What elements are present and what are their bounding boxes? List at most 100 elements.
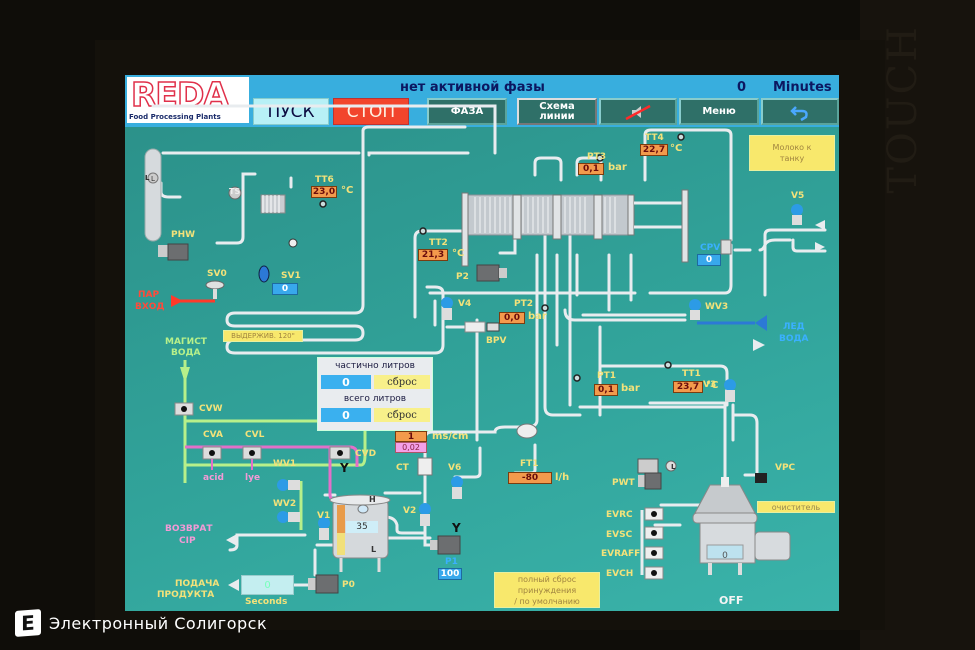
pump-p0 [315,574,339,594]
tt2-unit: °C [452,248,465,259]
pt2-label: PT2 [514,299,533,309]
mute-button[interactable] [599,98,677,125]
main-water-label-2: ВОДА [171,348,201,358]
cpv-value[interactable]: 0 [697,254,721,266]
pt3-label: PT3 [587,152,606,162]
pt2-value: 0,0 [499,312,525,324]
ft1-label: FT1 [520,459,539,469]
sensor-points [319,133,685,382]
bezel-label: TOUCH [880,25,926,194]
tt4-unit: °C [670,143,683,154]
wv3-label: WV3 [705,302,729,312]
minutes-value: 0 [737,80,747,95]
ice-water-label-1: ЛЕД [783,322,805,332]
tt1-unit: °C [706,380,719,391]
evrc-label: EVRC [606,510,633,520]
conductivity-value: 1 [395,431,427,442]
back-button[interactable] [761,98,839,125]
pt1-value: 0,1 [594,384,618,396]
logo-subtitle: Food Processing Plants [129,113,221,121]
steam-arrow-icon [171,295,183,307]
tt2-label: TT2 [429,238,448,248]
svg-text:L: L [151,175,155,183]
speaker-muted-icon [625,104,651,120]
undo-arrow-icon [790,105,808,121]
ft1-unit: l/h [555,472,570,483]
cleaner-label: очиститель [757,501,835,513]
pt3-unit: bar [608,162,627,173]
pt2-unit: bar [528,311,547,322]
phase-status: нет активной фазы [400,80,545,95]
milk-to-tank-text-2: танку [779,154,805,163]
partial-liters-value: 0 [321,375,371,389]
tt1-label: TT1 [682,369,701,379]
separator-state: OFF [719,594,744,607]
cip-return-label-2: CIP [179,536,196,546]
cvw-label: CVW [199,404,223,414]
tt4-label: TT4 [645,133,664,143]
conductivity-unit: ms/cm [432,431,469,442]
flowmeter-ft1 [516,423,538,439]
ice-water-label-2: ВОДА [779,334,809,344]
pipes [151,104,827,587]
separator-value: 0 [722,551,728,561]
heat-exchanger-small [260,194,286,214]
total-liters-reset-button[interactable]: сброс [374,408,430,422]
line-scheme-button[interactable]: Схема линии [517,98,597,125]
tank-high-label: H [369,495,376,504]
sv1-value[interactable]: 0 [272,283,298,295]
holding-tube-label: ВЫДЕРЖИВ. 120" [223,330,303,342]
evsc-label: EVSC [606,530,633,540]
milk-to-tank-button[interactable]: Молоко к танку [749,135,835,171]
evch-label: EVCH [606,569,634,579]
sv0-label: SV0 [207,269,227,279]
p1-value[interactable]: 100 [438,568,462,580]
steam-in-label-2: ВХОД [135,302,165,312]
product-feed-label-2: ПРОДУКТА [157,590,215,600]
partial-liters-reset-button[interactable]: сброс [374,375,430,389]
ts-label: TS [229,187,241,196]
tt6-value: 23,0 [311,186,337,198]
product-seconds-field[interactable]: 0 [241,575,294,595]
lye-label: lye [245,473,261,483]
sv1-label: SV1 [281,271,301,281]
bpv-label: BPV [486,336,507,346]
wv2-label: WV2 [273,499,297,509]
tt6-unit: °C [341,185,354,196]
pt3-value: 0,1 [578,163,604,175]
cpv-label: CPV [700,243,721,253]
column-level-label: L [145,174,150,182]
p1-label: P1 [445,557,458,567]
watermark: Е Электронный Солигорск [15,609,267,637]
product-feed-label-1: ПОДАЧА [175,579,220,589]
forced-reset-text-3: / по умолчанию [514,596,580,606]
hmi-screen: REDA Food Processing Plants нет активной… [125,75,839,611]
wv1-label: WV1 [273,459,297,469]
ft1-value: -80 [508,472,552,484]
forced-reset-button[interactable]: полный сброс принуждения / по умолчанию [494,572,600,608]
pump-p2 [476,264,500,282]
p0-label: P0 [342,580,355,590]
process-diagram: L [144,104,827,594]
v3-label: V3 [703,380,717,390]
cvd-label: CVD [355,449,377,459]
acid-label: acid [203,473,224,483]
pt1-unit: bar [621,383,640,394]
flow-arrows [226,220,825,591]
menu-button[interactable]: Меню [679,98,759,125]
cip-return-label-1: ВОЗВРАТ [165,524,213,534]
pwt-label: PWT [612,478,635,488]
conductivity-setpoint[interactable]: 0,02 [395,442,427,453]
phw-label: PHW [171,230,196,240]
v2-label: V2 [403,506,417,516]
partial-liters-title: частично литров [335,361,415,371]
vpc-label: VPC [775,463,796,473]
v5-label: V5 [791,191,805,201]
forced-reset-text-1: полный сброс [517,574,577,584]
drain-y-label-1: Y [340,461,349,475]
total-liters-title: всего литров [343,394,407,404]
ct-label: CT [396,463,409,473]
conductivity-transmitter [417,457,433,476]
scheme-label-2: линии [539,110,575,122]
tank-low-label: L [371,545,377,554]
